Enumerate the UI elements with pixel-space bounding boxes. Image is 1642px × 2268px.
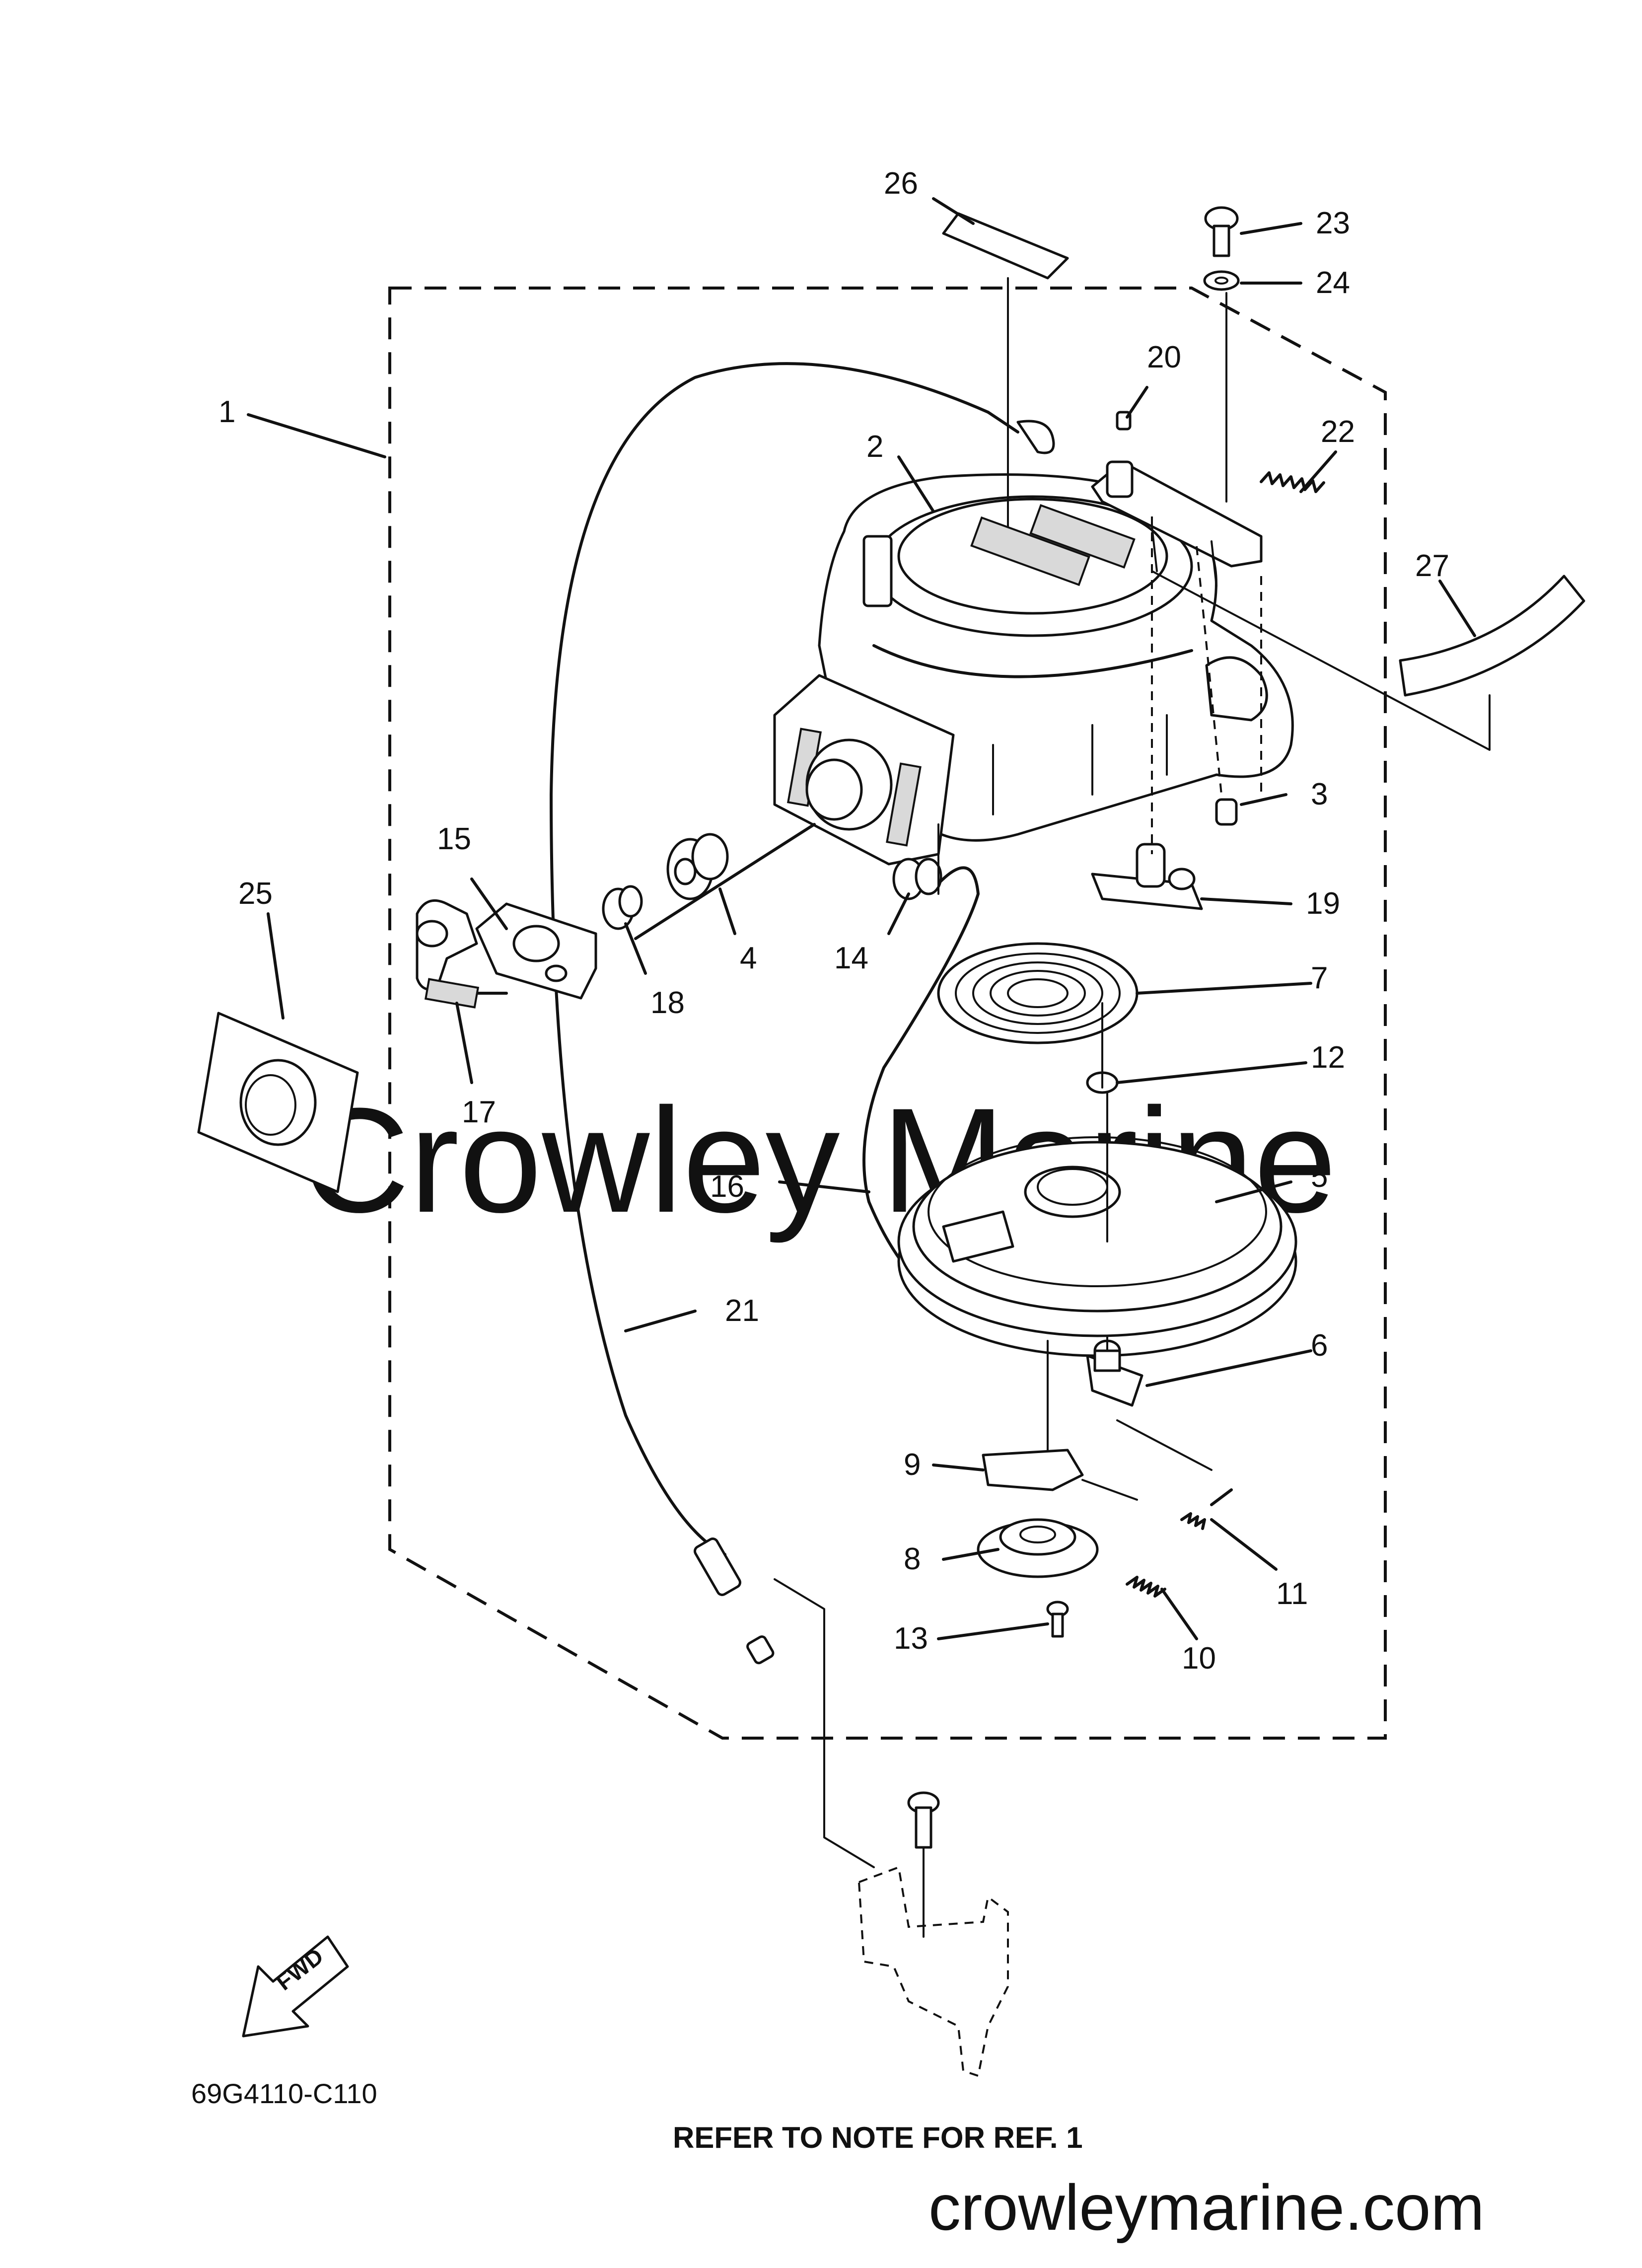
starter-rope[interactable] xyxy=(862,866,980,1293)
callout-17: 17 xyxy=(462,1095,496,1129)
callout-13: 13 xyxy=(894,1621,928,1656)
callout-23: 23 xyxy=(1316,206,1350,240)
friction-plate[interactable] xyxy=(982,1449,1084,1491)
callout-11: 11 xyxy=(1276,1577,1308,1611)
cable-bracket xyxy=(857,1791,1009,2077)
callout-27: 27 xyxy=(1415,549,1449,583)
clip-17[interactable] xyxy=(424,978,480,1009)
collar[interactable] xyxy=(1215,798,1238,826)
ratchet-pawl[interactable] xyxy=(1086,1339,1143,1407)
callout-7: 7 xyxy=(1311,961,1328,995)
callout-14: 14 xyxy=(834,941,868,975)
callout-8: 8 xyxy=(904,1542,921,1576)
washer-24[interactable] xyxy=(1203,270,1240,291)
bolt-13[interactable] xyxy=(1046,1601,1069,1638)
sheave-drum[interactable] xyxy=(897,1136,1297,1357)
callout-10: 10 xyxy=(1182,1641,1216,1676)
callout-9: 9 xyxy=(904,1448,921,1482)
label-26[interactable] xyxy=(942,212,1069,280)
callout-15: 15 xyxy=(437,822,471,856)
handle-seal[interactable] xyxy=(666,833,729,900)
bolt-23[interactable] xyxy=(1204,206,1239,257)
pawl-spring[interactable] xyxy=(1180,1488,1233,1530)
starter-cam[interactable] xyxy=(1091,843,1203,910)
leader-lines xyxy=(247,197,1476,1640)
callout-3: 3 xyxy=(1311,777,1328,811)
callout-22: 22 xyxy=(1321,415,1355,449)
throttle-cable[interactable] xyxy=(550,362,990,1556)
starter-housing[interactable] xyxy=(773,460,1294,866)
grommet-plate[interactable] xyxy=(197,1012,359,1193)
return-spring[interactable] xyxy=(1126,1576,1166,1598)
callout-6: 6 xyxy=(1311,1328,1328,1363)
callout-20: 20 xyxy=(1147,340,1181,374)
callout-18: 18 xyxy=(650,986,685,1020)
fwd-arrow-icon: FWD xyxy=(242,1935,349,2038)
callout-25: 25 xyxy=(238,877,273,911)
callout-12: 12 xyxy=(1311,1040,1345,1075)
drawing-code: 69G4110-C110 xyxy=(191,2078,377,2109)
callout-24: 24 xyxy=(1316,266,1350,300)
grommet-18[interactable] xyxy=(602,885,643,930)
assembly-boundary xyxy=(388,287,1387,1740)
callout-5: 5 xyxy=(1311,1160,1328,1194)
callout-labels: 1 2 3 4 5 6 7 8 9 10 11 12 13 14 15 16 1… xyxy=(218,166,1449,1676)
rope-grommet[interactable] xyxy=(892,858,942,900)
cable-terminal xyxy=(694,1537,775,1665)
lever-spring[interactable] xyxy=(1260,471,1325,493)
website-url: crowleymarine.com xyxy=(928,2171,1485,2244)
callout-2: 2 xyxy=(866,430,883,464)
drive-plate[interactable] xyxy=(977,1518,1099,1578)
callout-16: 16 xyxy=(710,1170,744,1204)
cable-end-fitting xyxy=(1016,420,1055,454)
spiral-spring[interactable] xyxy=(937,942,1139,1044)
callout-1: 1 xyxy=(218,395,235,429)
callout-19: 19 xyxy=(1306,886,1340,921)
callout-26: 26 xyxy=(884,166,918,201)
label-27[interactable] xyxy=(1399,575,1585,697)
reference-note: REFER TO NOTE FOR REF. 1 xyxy=(673,2121,1083,2154)
callout-4: 4 xyxy=(740,941,757,975)
callout-21: 21 xyxy=(725,1294,759,1328)
